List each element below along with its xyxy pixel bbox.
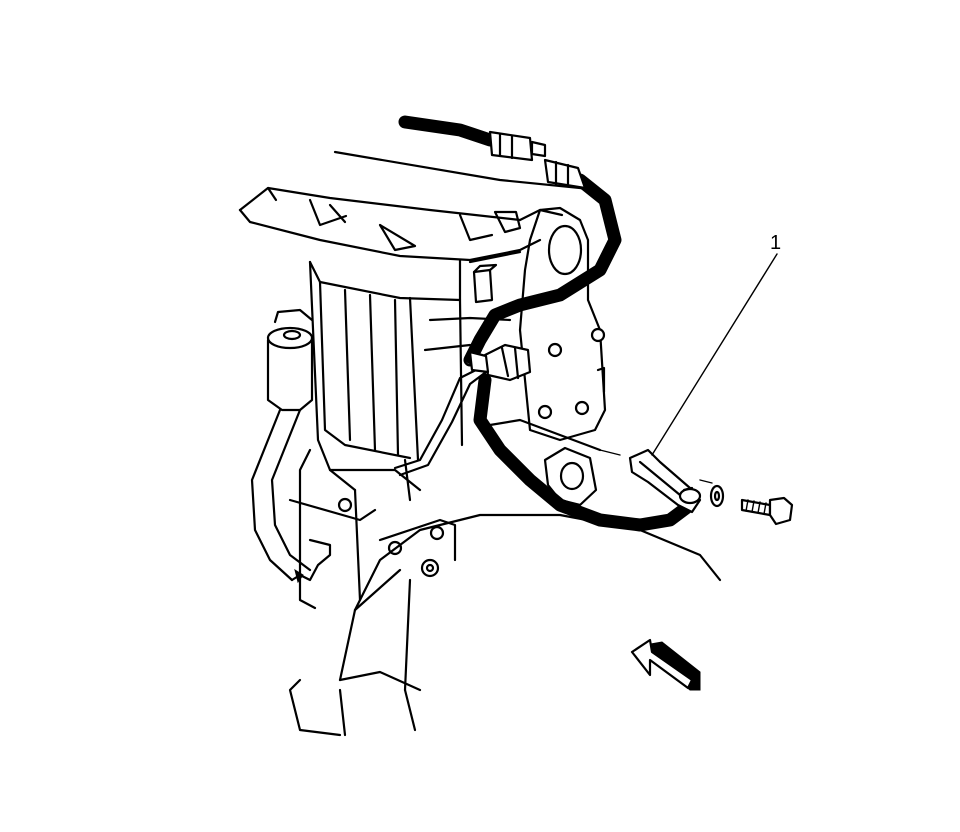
bolt-icon	[740, 496, 794, 526]
timing-cover	[518, 206, 607, 442]
callout-label-1: 1	[770, 232, 782, 254]
engine-block	[238, 150, 602, 610]
connector-icon	[468, 343, 532, 382]
sensor-icon	[628, 448, 702, 514]
wiring-harness	[398, 115, 697, 532]
callout-leader-line	[651, 253, 778, 456]
oil-filter	[250, 308, 332, 584]
gasket	[488, 418, 713, 507]
connector-icon	[488, 130, 587, 190]
harness-lines	[393, 366, 488, 477]
arrow-icon	[630, 638, 701, 691]
washer-icon	[709, 484, 725, 508]
bellhousing	[288, 513, 722, 737]
